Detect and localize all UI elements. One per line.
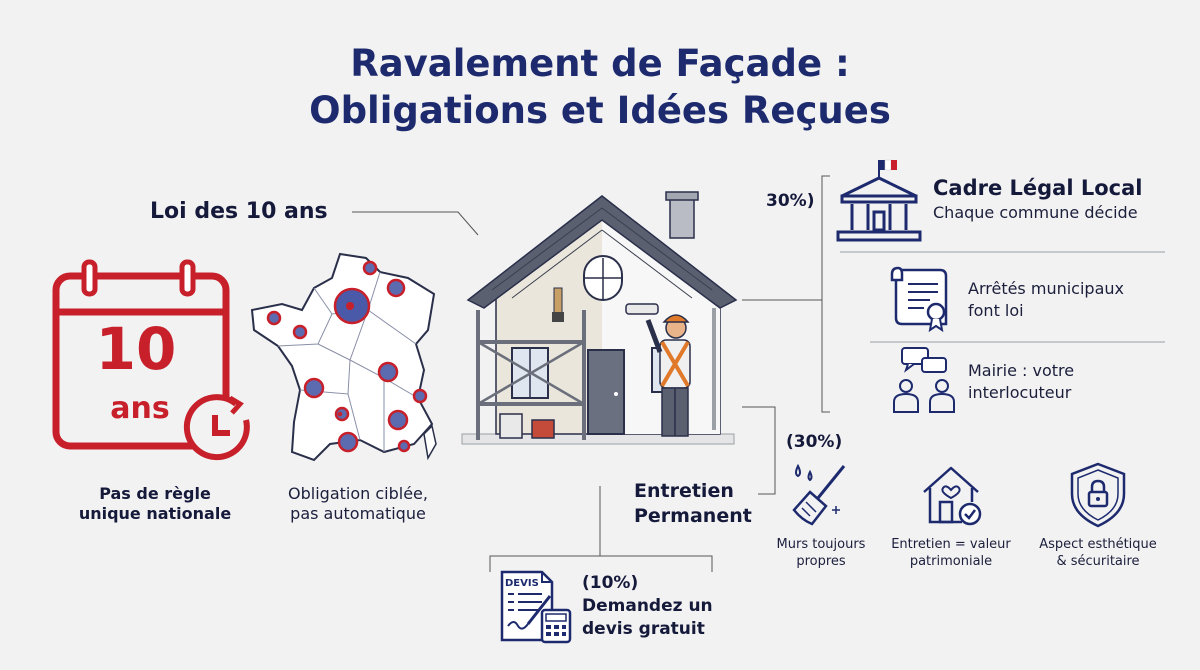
- entretien-heading-line1: Entretien: [634, 480, 734, 502]
- cadre-subtitle: Chaque commune décide: [933, 203, 1138, 222]
- france-map-icon: [248, 248, 448, 468]
- title-line-2: Obligations et Idées Reçues: [309, 89, 891, 132]
- caption-targeted-obligation: Obligation ciblée, pas automatique: [258, 484, 458, 524]
- calendar-unit: ans: [110, 391, 170, 426]
- entretien-item1-line2: propres: [796, 554, 846, 569]
- entretien-item-aesthetic: Aspect esthétique & sécuritaire: [1026, 536, 1170, 570]
- mayor-contact-icon: [890, 346, 960, 416]
- caption-left-line2: unique nationale: [78, 504, 232, 523]
- quote-doc-label: DEVIS: [505, 578, 539, 589]
- page-title: Ravalement de Façade : Obligations et Id…: [0, 40, 1200, 134]
- house-illustration: [452, 190, 744, 460]
- entretien-item1-line1: Murs toujours: [776, 537, 866, 552]
- cadre-item2-line1: Mairie : votre: [968, 361, 1075, 380]
- entretien-heading-line2: Permanent: [634, 505, 752, 527]
- town-hall-icon: [836, 158, 922, 244]
- caption-map-line2: pas automatique: [290, 504, 426, 523]
- devis-line1: Demandez un: [582, 596, 713, 616]
- cadre-item2-line2: interlocuteur: [968, 383, 1072, 402]
- cadre-item1-line1: Arrêtés municipaux: [968, 279, 1124, 298]
- cadre-item-mayor: Mairie : votre interlocuteur: [968, 360, 1074, 404]
- cadre-item1-line2: font loi: [968, 301, 1024, 320]
- entretien-item2-line2: patrimoniale: [909, 554, 993, 569]
- house-heart-icon: [918, 462, 984, 528]
- devis-text: (10%) Demandez un devis gratuit: [582, 572, 713, 641]
- cadre-percent: 30%): [766, 191, 815, 211]
- calendar-number: 10: [95, 315, 177, 383]
- cleaning-brush-icon: [788, 462, 848, 528]
- caption-left-line1: Pas de règle: [99, 484, 211, 503]
- caption-map-line1: Obligation ciblée,: [288, 484, 428, 503]
- loi-heading: Loi des 10 ans: [150, 199, 328, 224]
- entretien-item2-line1: Entretien = valeur: [891, 537, 1011, 552]
- entretien-item3-line1: Aspect esthétique: [1039, 537, 1157, 552]
- title-line-1: Ravalement de Façade :: [350, 42, 850, 85]
- entretien-item-value: Entretien = valeur patrimoniale: [880, 536, 1022, 570]
- devis-line2: devis gratuit: [582, 619, 705, 639]
- cadre-item-decrees: Arrêtés municipaux font loi: [968, 278, 1124, 322]
- caption-no-national-rule: Pas de règle unique nationale: [50, 484, 260, 524]
- entretien-item3-line2: & sécuritaire: [1056, 554, 1140, 569]
- calendar-icon: [50, 258, 255, 468]
- quote-document-icon: [498, 568, 576, 644]
- devis-percent: (10%): [582, 573, 639, 593]
- decree-scroll-icon: [888, 266, 952, 333]
- entretien-percent: (30%): [786, 432, 843, 452]
- cadre-heading: Cadre Légal Local: [933, 176, 1143, 200]
- security-shield-icon: [1068, 462, 1128, 528]
- entretien-item-clean-walls: Murs toujours propres: [766, 536, 876, 570]
- entretien-heading: Entretien Permanent: [634, 479, 752, 529]
